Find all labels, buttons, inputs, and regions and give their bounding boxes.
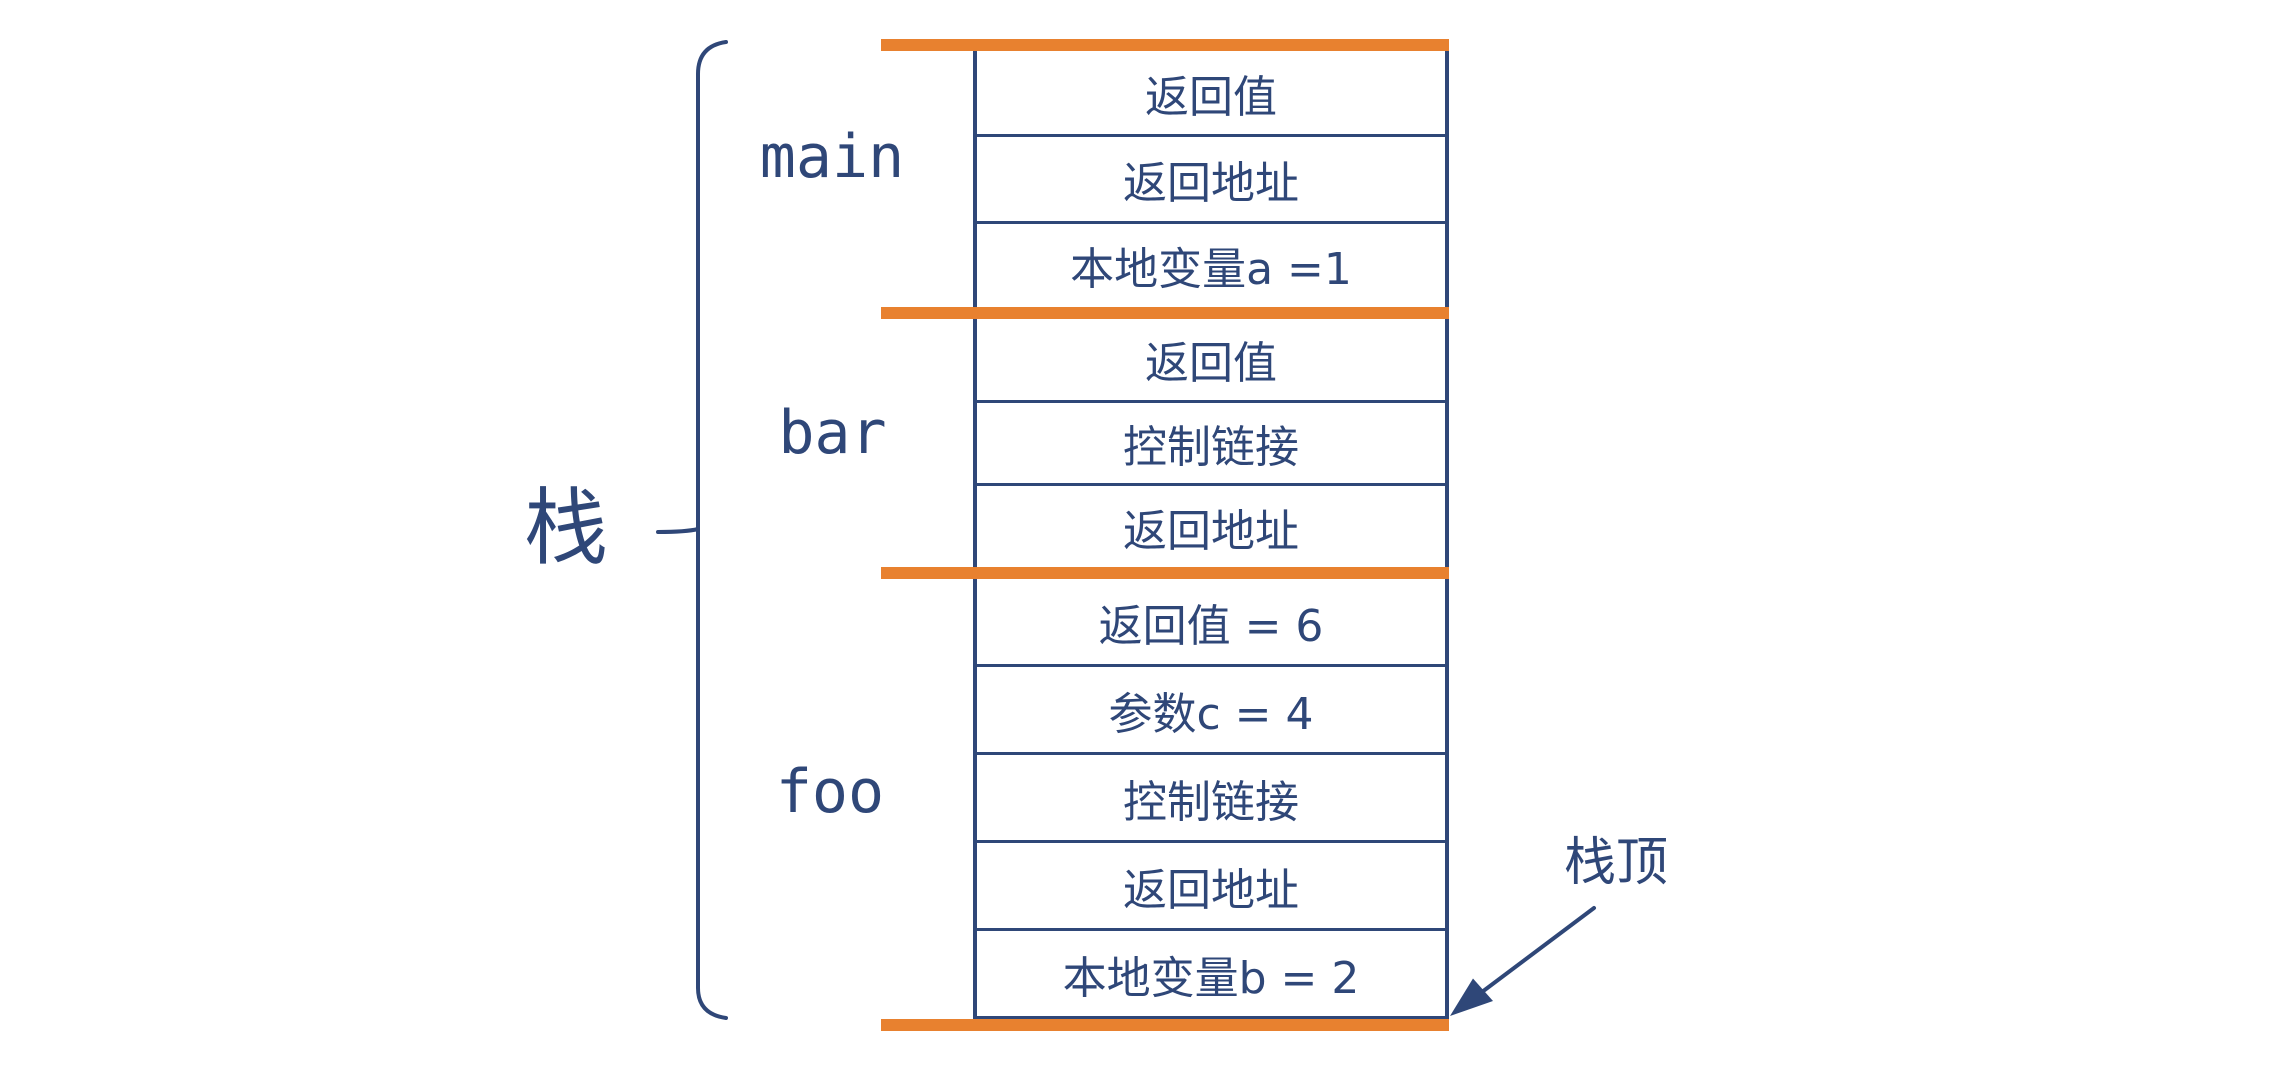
stack-cell-return-address: 返回地址	[977, 483, 1445, 567]
frame-label-foo: foo	[775, 757, 885, 827]
frame-divider-bottom	[881, 1019, 1449, 1031]
stack-label: 栈	[523, 479, 608, 577]
stack-frame-main: 返回值 返回地址 本地变量a =1	[973, 51, 1449, 307]
frame-divider-main-bar	[881, 307, 1449, 319]
frame-divider-top	[881, 39, 1449, 51]
stack-cell-local-var-a: 本地变量a =1	[977, 220, 1445, 307]
stack-top-label: 栈顶	[1563, 833, 1668, 893]
stack-cell-control-link: 控制链接	[977, 399, 1445, 484]
stack-cell-return-address: 返回地址	[977, 134, 1445, 220]
stack-frame-bar: 返回值 控制链接 返回地址	[973, 319, 1449, 567]
stack-cell-local-var-b: 本地变量b = 2	[977, 928, 1445, 1016]
stack-cell-return-value: 返回值 = 6	[1098, 600, 1324, 652]
stack-cell-return-value: 返回值	[1145, 338, 1277, 390]
stack-frame-foo: 返回值 = 6 参数c = 4 控制链接 返回地址 本地变量b = 2	[973, 579, 1449, 1019]
frame-divider-bar-foo	[881, 567, 1449, 579]
stack-top-arrow-head	[1450, 978, 1493, 1016]
stack-cell-return-value: 返回值	[1145, 71, 1277, 123]
stack-brace-tick	[656, 527, 700, 534]
stack-top-arrow-line	[1476, 906, 1596, 997]
stack-brace-path	[696, 40, 728, 1020]
stack-cell-control-link: 控制链接	[977, 752, 1445, 840]
stack-cell-param-c: 参数c = 4	[977, 664, 1445, 752]
frame-label-bar: bar	[778, 398, 887, 468]
stack-cell-return-address: 返回地址	[977, 840, 1445, 928]
frame-label-main: main	[759, 122, 905, 192]
